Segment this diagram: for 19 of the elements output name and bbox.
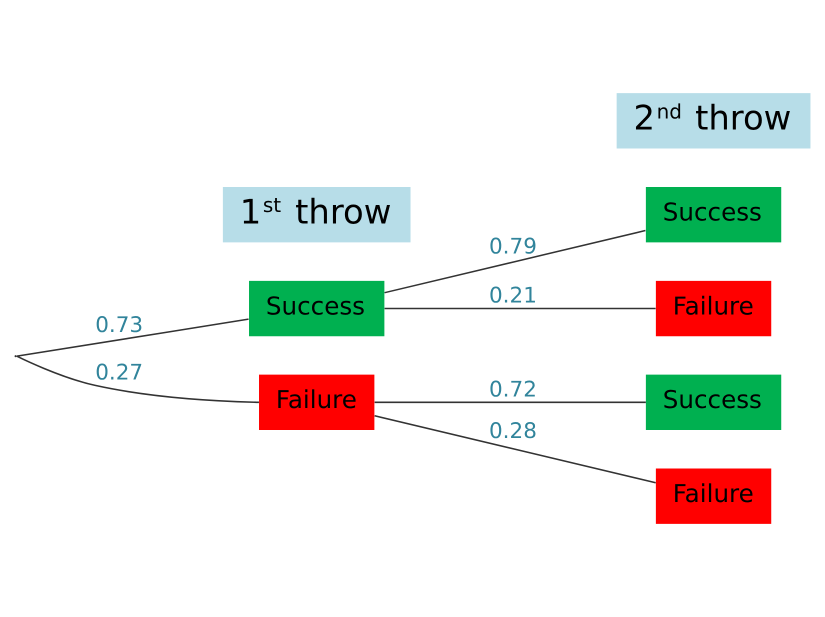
connector xyxy=(16,318,249,357)
edge-label: 0.79 xyxy=(488,234,537,260)
node-box: Success xyxy=(249,280,384,336)
node-point xyxy=(14,355,17,358)
connector xyxy=(384,230,646,294)
node-box: Success xyxy=(646,374,782,430)
edge-label: 0.28 xyxy=(488,419,537,444)
connector xyxy=(384,308,656,310)
edge-label: 0.73 xyxy=(95,312,144,338)
connector xyxy=(374,402,646,404)
node-box: Failure xyxy=(656,280,772,336)
edge-label: 0.27 xyxy=(95,360,144,386)
edge-label: 0.72 xyxy=(488,377,537,402)
connector xyxy=(374,415,656,484)
connector xyxy=(16,356,259,404)
edge-label: 0.21 xyxy=(488,284,537,309)
node-box: Failure xyxy=(259,374,374,430)
node-box: Failure xyxy=(656,468,772,524)
node-box: Success xyxy=(646,186,782,242)
